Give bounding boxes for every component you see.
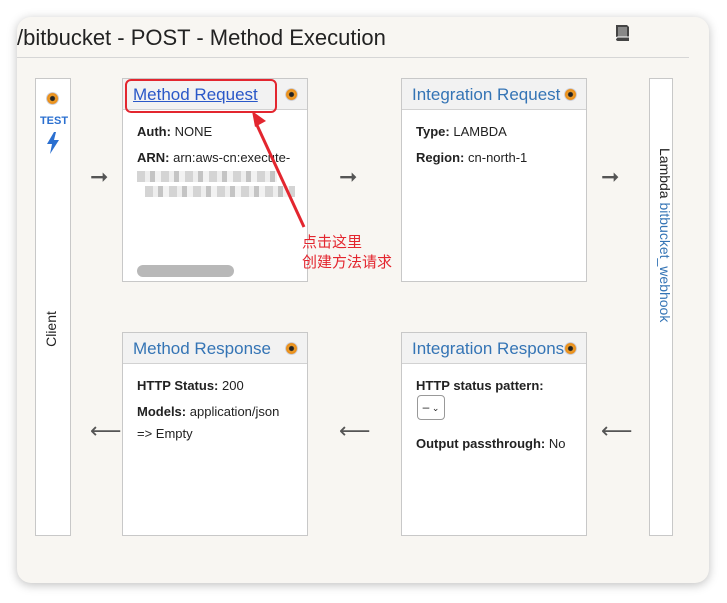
http-status-field: HTTP Status: 200	[137, 378, 244, 393]
method-execution-panel: /bitbucket - POST - Method Execution TES…	[17, 17, 709, 583]
auth-field: Auth: NONE	[137, 124, 213, 139]
annotation-arrow-icon	[252, 111, 306, 228]
integration-request-header: Integration Request	[402, 79, 586, 110]
method-response-link[interactable]: Method Response	[133, 339, 271, 358]
title-divider	[17, 57, 689, 58]
method-request-link[interactable]: Method Request	[133, 85, 258, 104]
arrow-right-icon: ➞	[90, 164, 109, 189]
redacted-arn	[145, 186, 295, 197]
arrow-left-icon: ⟵	[601, 418, 633, 443]
book-icon[interactable]	[613, 23, 631, 43]
redacted-arn	[137, 171, 277, 182]
arn-field: ARN: arn:aws-cn:execute-	[137, 150, 291, 165]
orange-dot-icon[interactable]	[564, 88, 577, 101]
page-title: /bitbucket - POST - Method Execution	[17, 25, 386, 50]
arrow-left-icon: ⟵	[339, 418, 371, 443]
models-field: Models: application/json	[137, 404, 280, 419]
arrow-left-icon: ⟵	[90, 418, 122, 443]
integration-request-box: Integration Request Type: LAMBDA Region:…	[401, 78, 587, 282]
region-field: Region: cn-north-1	[416, 150, 528, 165]
integration-response-link[interactable]: Integration Response	[412, 339, 574, 358]
method-response-box: Method Response HTTP Status: 200 Models:…	[122, 332, 308, 536]
status-pattern-field: HTTP status pattern:	[416, 378, 544, 393]
integration-response-header: Integration Response	[402, 333, 586, 364]
orange-dot-icon[interactable]	[285, 88, 298, 101]
arrow-right-icon: ➞	[601, 164, 620, 189]
orange-dot-icon[interactable]	[46, 92, 59, 105]
lambda-column: Lambda bitbucket_webhook	[649, 78, 673, 536]
orange-dot-icon[interactable]	[564, 342, 577, 355]
client-column: TEST Client	[35, 78, 71, 536]
annotation-callout: 点击这里 创建方法请求	[302, 234, 393, 271]
orange-dot-icon[interactable]	[285, 342, 298, 355]
lambda-label: Lambda bitbucket_webhook	[657, 148, 673, 323]
test-link[interactable]: TEST	[39, 115, 69, 127]
status-pattern-select[interactable]: – ⌄	[417, 395, 445, 420]
method-request-highlight	[125, 79, 277, 113]
integration-response-box: Integration Response HTTP status pattern…	[401, 332, 587, 536]
integration-request-link[interactable]: Integration Request	[412, 85, 561, 104]
models-field-continued: => Empty	[137, 426, 193, 441]
horizontal-scrollbar[interactable]	[137, 265, 234, 277]
lambda-function-link[interactable]: bitbucket_webhook	[657, 202, 673, 323]
method-response-header: Method Response	[123, 333, 307, 364]
arrow-right-icon: ➞	[339, 164, 358, 189]
lightning-icon[interactable]	[46, 132, 60, 154]
type-field: Type: LAMBDA	[416, 124, 507, 139]
output-passthrough-field: Output passthrough: No	[416, 436, 566, 451]
client-label: Client	[42, 311, 59, 347]
